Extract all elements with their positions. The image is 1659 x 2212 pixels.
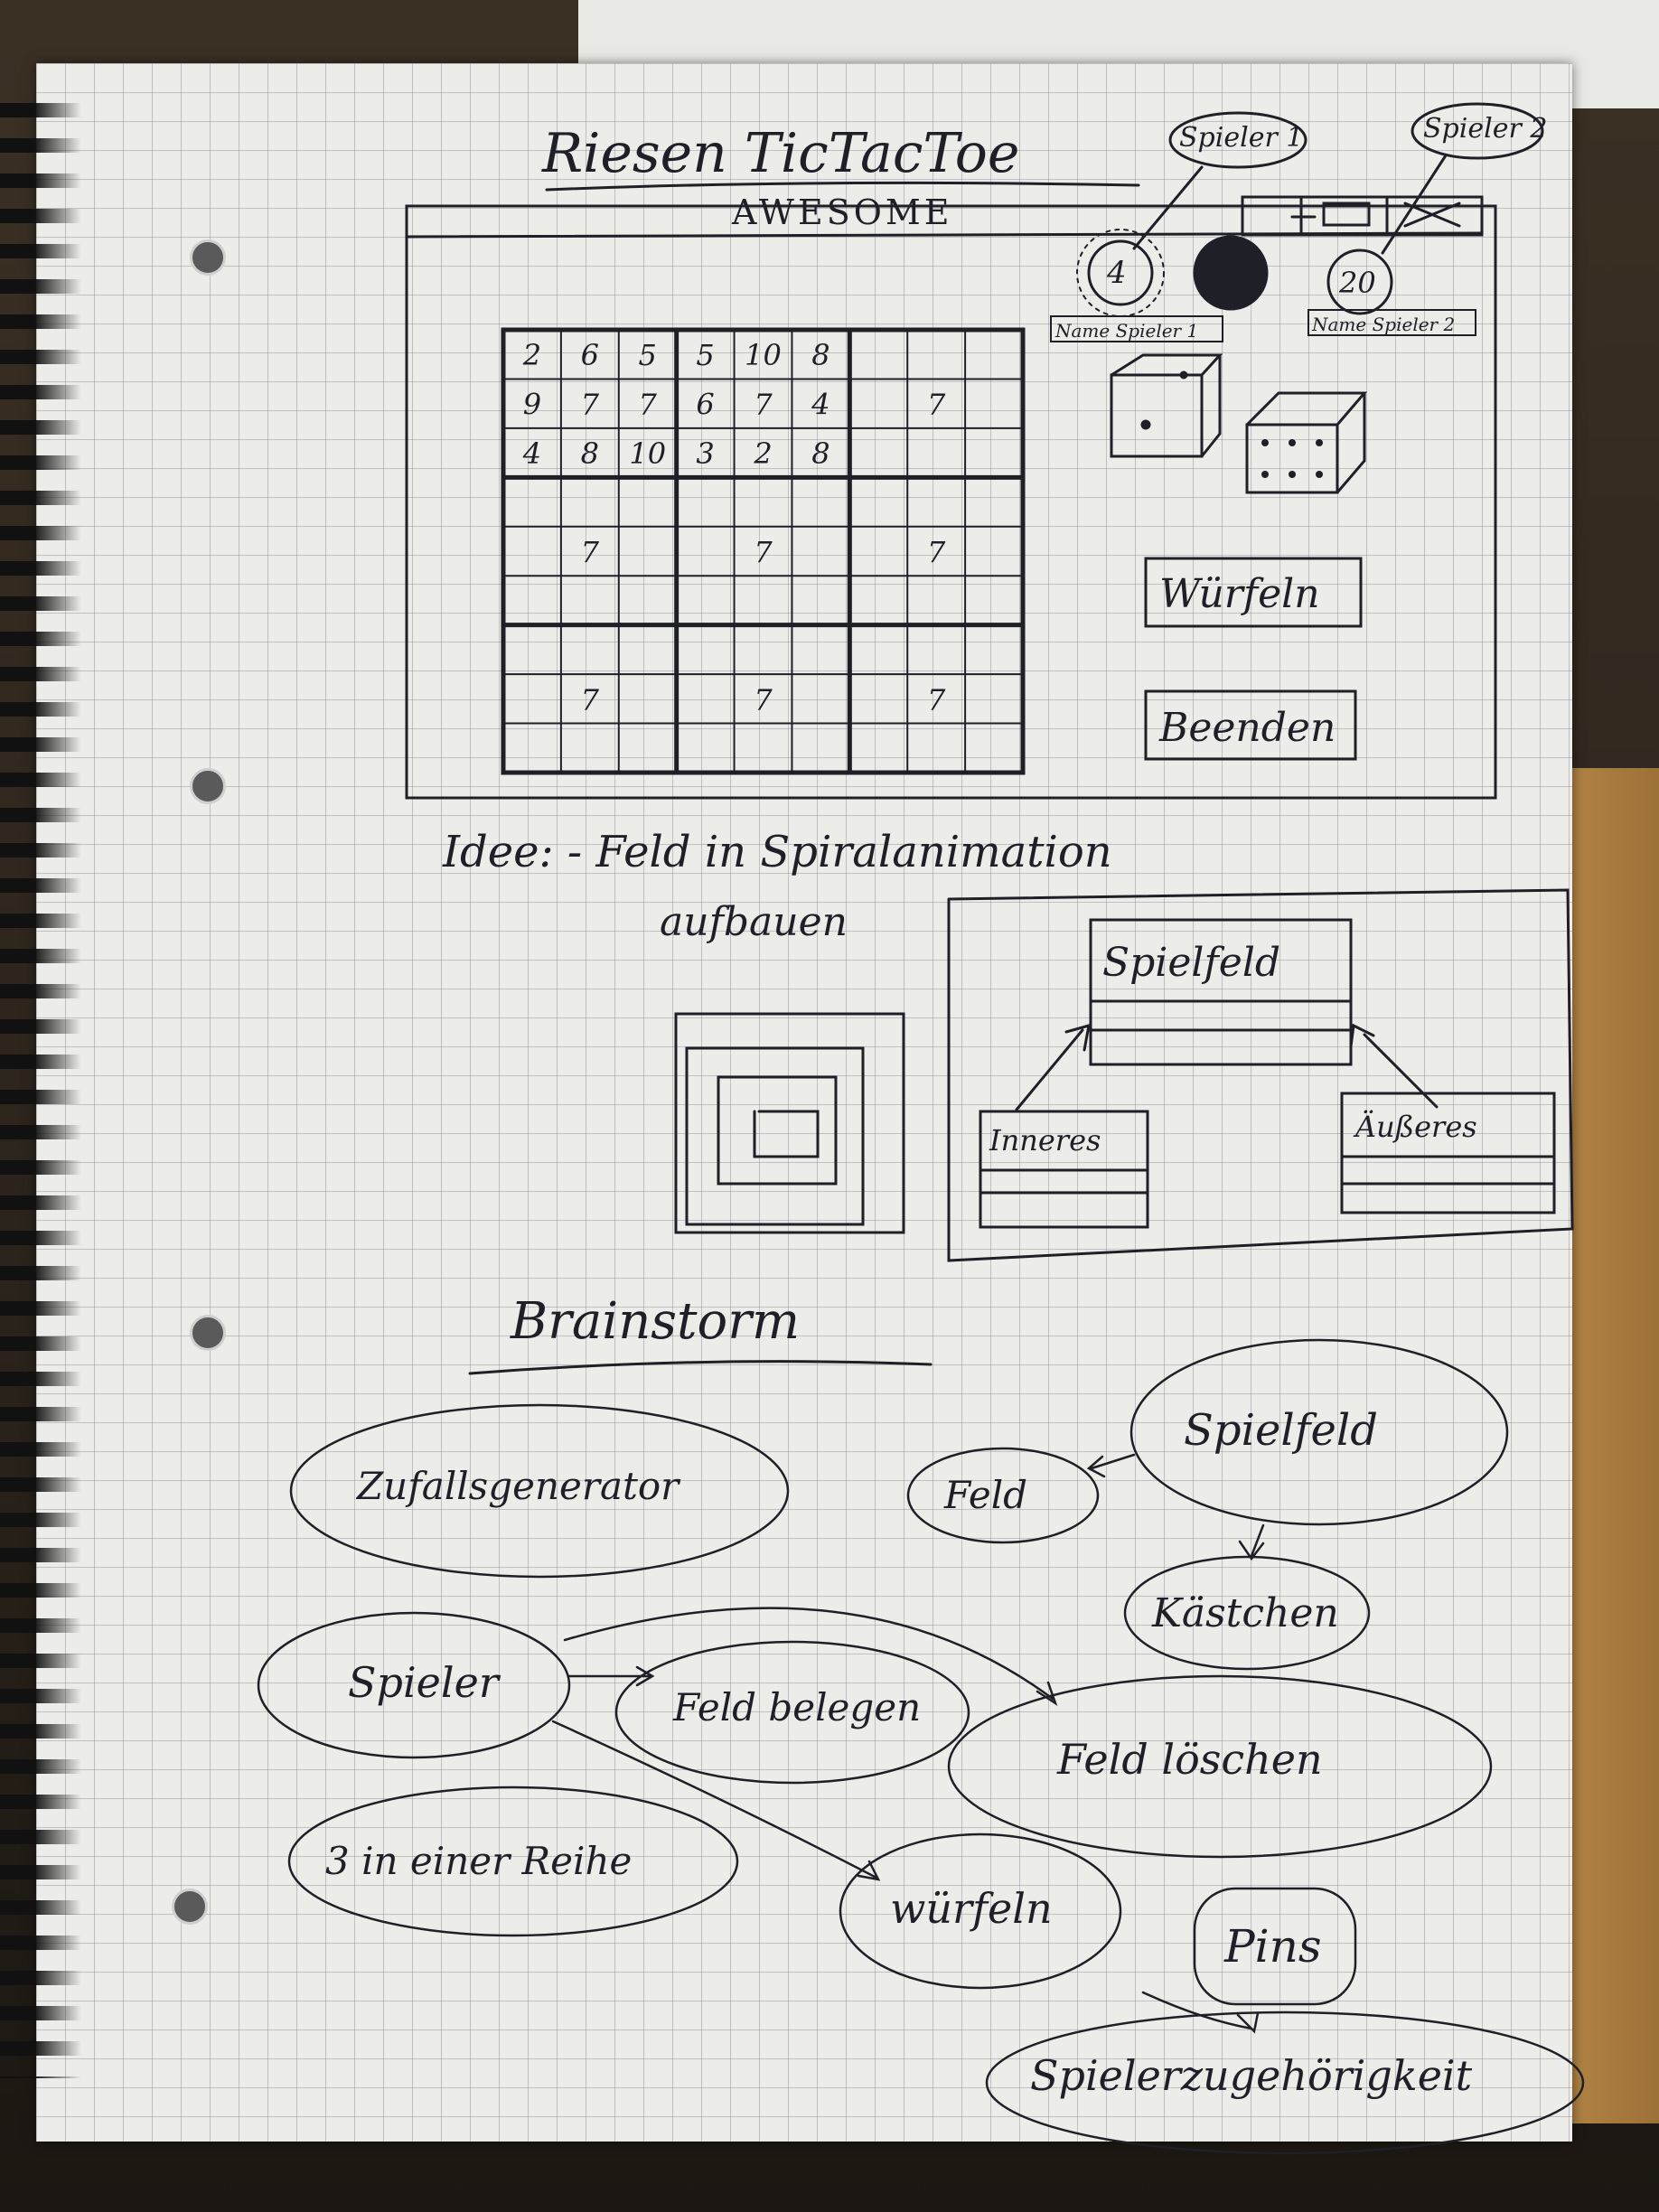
brainstorm-underline	[468, 1360, 933, 1375]
grid-cell-value: 3	[696, 436, 714, 471]
player1-name: Name Spieler 1	[1055, 320, 1199, 342]
grid-cell-value: 7	[754, 388, 773, 422]
grid-cell-value: 7	[754, 535, 773, 569]
grid-cell-value: 4	[522, 436, 541, 471]
maximize-icon	[1322, 202, 1371, 227]
node-spielfeld: Spielfeld	[1184, 1405, 1378, 1456]
grid-cell-value: 10	[745, 338, 782, 372]
player2-score: 20	[1339, 266, 1376, 300]
node-feld-belegen: Feld belegen	[673, 1685, 922, 1729]
grid-cell-value: 7	[581, 388, 600, 422]
node-drei-in-einer-reihe: 3 in einer Reihe	[325, 1839, 633, 1883]
brainstorm-heading: Brainstorm	[511, 1292, 801, 1351]
grid-cell-value: 8	[811, 338, 830, 372]
quit-button[interactable]: Beenden	[1159, 705, 1336, 751]
grid-cell-value: 8	[811, 436, 830, 471]
idea-line-2: aufbauen	[660, 899, 848, 945]
node-feld: Feld	[944, 1473, 1028, 1517]
punch-hole	[190, 1315, 226, 1351]
title-underline	[545, 181, 1140, 192]
grid-cell-value: 8	[581, 436, 599, 471]
node-spieler: Spieler	[348, 1658, 499, 1707]
arrow	[1381, 154, 1448, 255]
player1-score: 4	[1107, 255, 1127, 291]
idea-line-1: Idee: - Feld in Spiralanimation	[443, 827, 1112, 877]
notebook-page	[36, 63, 1572, 2142]
dice-icon	[1110, 353, 1223, 458]
arrow	[1132, 165, 1204, 250]
page-title: Riesen TicTacToe	[542, 122, 1020, 185]
grid-cell-value: 6	[696, 388, 714, 422]
window-title: AWESOME	[732, 192, 953, 232]
node-zufallsgenerator: Zufallsgenerator	[357, 1464, 680, 1508]
dice-icon	[1245, 391, 1368, 494]
quit-button-outline	[1144, 689, 1357, 761]
punch-hole	[190, 239, 226, 276]
player2-tag: Spieler 2	[1423, 113, 1548, 145]
spiral-binding	[0, 90, 81, 2078]
grid-cell-value: 7	[754, 682, 773, 717]
grid-border	[501, 327, 1026, 775]
player1-score-circle	[1087, 239, 1154, 306]
roll-button-outline	[1144, 557, 1363, 628]
grid-cell-value: 2	[522, 338, 541, 372]
node-wuerfeln: würfeln	[890, 1884, 1053, 1933]
player2-name: Name Spieler 2	[1312, 314, 1456, 335]
punch-hole	[172, 1889, 208, 1925]
player2-score-circle	[1326, 248, 1393, 315]
punch-hole	[190, 768, 226, 804]
node-feld-loeschen: Feld löschen	[1057, 1735, 1323, 1784]
grid-cell-value: 10	[629, 436, 666, 471]
grid-cell-value: 2	[753, 436, 772, 471]
mindmap	[257, 1338, 1585, 2155]
grid-cell-value: 5	[696, 338, 714, 372]
grid-cell-value: 4	[811, 388, 830, 422]
window-controls	[1241, 195, 1484, 237]
roll-button[interactable]: Würfeln	[1159, 571, 1320, 617]
grid-cell-value: 5	[639, 338, 657, 372]
player2-bubble	[1411, 102, 1544, 160]
grid-cell-value: 7	[927, 535, 946, 569]
grid-cell-value: 7	[927, 682, 946, 717]
node-spielerzugehoerigkeit: Spielerzugehörigkeit	[1030, 2051, 1473, 2100]
node-pins: Pins	[1224, 1920, 1322, 1973]
player1-bubble	[1168, 111, 1308, 169]
grid-cell-value: 6	[581, 338, 599, 372]
uml-class-inneres: Inneres	[989, 1123, 1101, 1158]
close-icon	[1403, 202, 1461, 228]
player1-name-box	[1050, 315, 1223, 342]
player1-tag: Spieler 1	[1179, 122, 1304, 154]
uml-class-aeusseres: Äußeres	[1355, 1110, 1477, 1144]
player2-name-box	[1308, 309, 1476, 336]
node-kaestchen: Kästchen	[1152, 1590, 1339, 1636]
spiral-animation-sketch	[674, 1012, 905, 1234]
window-frame	[405, 204, 1497, 800]
grid-cell-value: 7	[927, 388, 946, 422]
player-token-icon	[1193, 235, 1269, 311]
game-grid	[501, 327, 1026, 775]
active-glow	[1076, 229, 1165, 317]
uml-class-spielfeld: Spielfeld	[1102, 940, 1281, 986]
grid-cell-value: 7	[581, 682, 600, 717]
grid-cell-value: 9	[523, 388, 541, 422]
grid-cell-value: 7	[639, 388, 658, 422]
grid-cell-value: 7	[581, 535, 600, 569]
uml-diagram	[947, 888, 1574, 1262]
